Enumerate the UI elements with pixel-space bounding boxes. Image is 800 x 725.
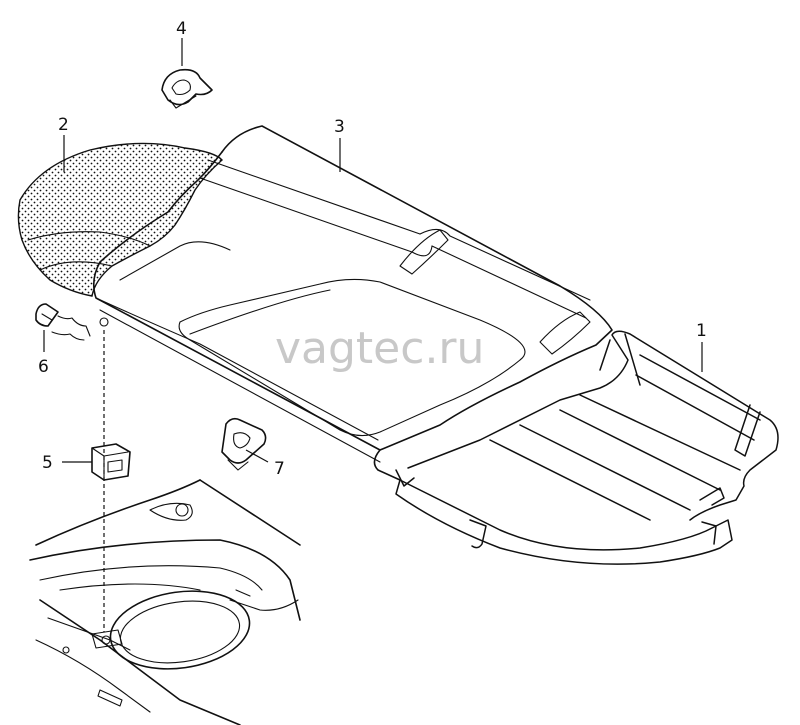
seat-cover-foam [17,142,223,297]
callout-1: 1 [696,321,707,341]
callout-7: 7 [274,459,285,479]
callout-6: 6 [38,357,49,377]
vehicle-floor-pan [29,479,301,725]
watermark: vagtec.ru [275,323,484,374]
seat-wire-frame [395,330,779,565]
retainer-part-5 [91,443,131,481]
seat-hook [99,317,109,327]
leader-7 [245,449,269,463]
callout-2: 2 [58,115,69,135]
callout-5: 5 [42,453,53,473]
callout-4: 4 [176,19,187,39]
clip-part-4 [161,68,213,109]
clip-part-7 [221,417,267,471]
clip-part-6 [35,303,91,341]
callout-3: 3 [334,117,345,137]
